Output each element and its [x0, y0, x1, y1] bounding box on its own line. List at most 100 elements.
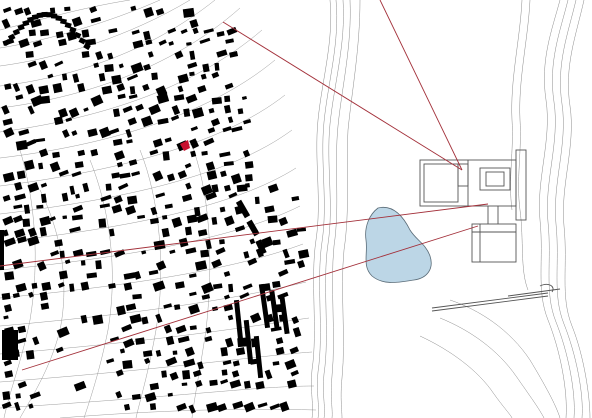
building-footprint	[129, 313, 142, 324]
building-footprint	[215, 247, 226, 255]
building-footprint	[203, 137, 215, 147]
building-footprint	[57, 282, 65, 289]
building-footprint	[296, 227, 307, 232]
building-footprint	[187, 61, 198, 69]
building-footprint	[14, 228, 26, 239]
building-footprint	[25, 350, 35, 360]
building-footprint	[243, 319, 254, 365]
building-footprint	[205, 161, 216, 172]
building-footprint	[167, 392, 173, 397]
building-footprint	[125, 303, 137, 311]
building-footprint	[172, 350, 178, 355]
building-footprint	[14, 193, 26, 201]
building-footprint	[189, 291, 197, 297]
building-footprint	[165, 356, 178, 367]
building-footprint	[108, 127, 120, 135]
building-footprint	[3, 237, 17, 247]
building-footprint	[77, 149, 86, 157]
building-footprint	[225, 38, 235, 44]
building-footprint	[220, 346, 229, 357]
building-footprint	[17, 337, 27, 344]
building-footprint	[98, 218, 107, 228]
building-footprint	[0, 230, 4, 270]
building-footprint	[13, 204, 23, 210]
building-footprint	[291, 195, 300, 202]
building-footprint	[143, 357, 151, 365]
building-footprint	[84, 38, 97, 46]
building-footprint	[290, 369, 299, 377]
building-footprint	[227, 314, 234, 321]
building-footprint	[113, 150, 126, 161]
building-footprint	[53, 116, 64, 126]
building-footprint	[36, 260, 47, 272]
building-footprint	[174, 50, 184, 60]
building-footprint	[59, 250, 65, 259]
building-footprint	[229, 379, 242, 389]
building-footprint	[245, 183, 250, 188]
building-footprint	[164, 137, 172, 143]
house-lower-volume	[471, 223, 517, 263]
building-footprint	[162, 151, 170, 161]
sightline-top	[379, 0, 463, 171]
building-footprint	[219, 151, 231, 158]
building-footprint	[163, 303, 173, 309]
building-footprint	[216, 403, 228, 413]
building-footprint	[155, 7, 165, 16]
building-footprint	[222, 359, 232, 366]
building-footprint	[275, 346, 285, 356]
building-footprint	[122, 359, 133, 370]
building-footprint	[243, 401, 256, 413]
building-footprint	[71, 130, 78, 136]
building-footprint	[109, 336, 120, 342]
building-footprint	[197, 229, 208, 237]
building-footprint	[213, 283, 223, 290]
building-footprint	[15, 139, 28, 151]
building-footprint	[60, 18, 67, 25]
building-footprint	[1, 18, 11, 29]
building-footprint	[243, 251, 250, 259]
building-footprint	[115, 390, 123, 399]
building-footprint	[148, 269, 159, 276]
building-footprint	[289, 346, 299, 355]
building-footprint	[3, 127, 15, 138]
building-footprint	[224, 337, 234, 348]
building-footprint	[111, 204, 123, 214]
building-footprint	[183, 358, 196, 368]
building-footprint	[239, 292, 250, 300]
building-footprint	[175, 324, 187, 334]
building-footprint	[4, 370, 14, 378]
building-footprint	[164, 203, 173, 209]
building-footprint	[203, 28, 214, 34]
building-footprint	[208, 107, 215, 114]
building-footprint	[64, 259, 71, 265]
building-footprint	[69, 185, 76, 195]
building-footprint	[147, 51, 154, 58]
building-footprint	[99, 203, 111, 209]
building-footprint	[211, 258, 223, 269]
building-footprint	[169, 371, 179, 381]
building-footprint	[95, 260, 102, 270]
building-footprint	[254, 196, 260, 205]
building-footprint	[201, 293, 211, 300]
building-footprint	[122, 105, 133, 113]
building-footprint	[200, 249, 210, 258]
building-footprint	[126, 195, 138, 205]
building-footprint	[180, 28, 188, 35]
building-footprint	[202, 63, 210, 73]
building-footprint	[28, 291, 34, 298]
building-footprint	[69, 283, 75, 292]
building-footprint	[228, 191, 238, 199]
building-footprint	[118, 63, 124, 69]
building-footprint	[50, 13, 58, 19]
building-footprint	[177, 335, 190, 344]
building-footprint	[108, 27, 118, 34]
building-footprint	[38, 60, 48, 71]
building-footprint	[77, 82, 86, 93]
building-footprint	[279, 295, 290, 335]
building-footprint	[181, 193, 193, 202]
building-footprint	[30, 94, 44, 107]
building-footprint	[95, 50, 104, 61]
building-footprint	[123, 282, 133, 291]
sight-lines	[0, 0, 489, 371]
